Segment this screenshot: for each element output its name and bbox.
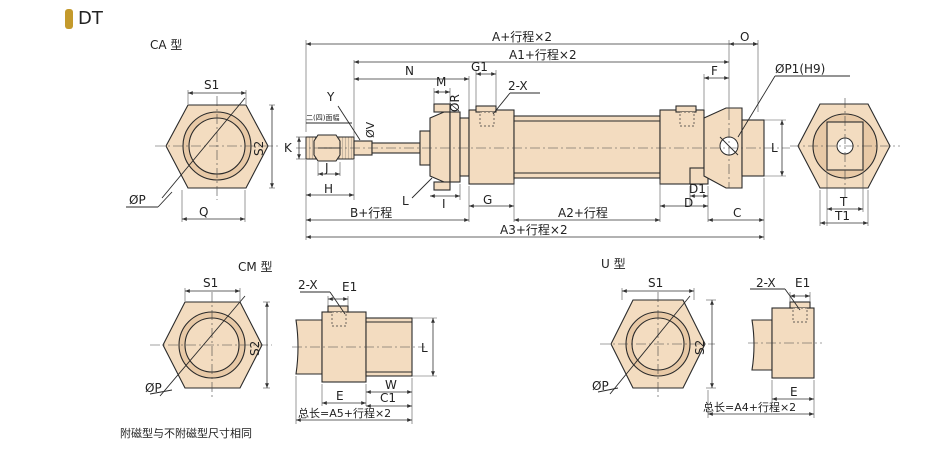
cm-l-label: L: [421, 341, 428, 355]
ca-phi-r-label: ØR: [448, 94, 462, 112]
cm-s1-label: S1: [203, 276, 218, 290]
header-badge: [65, 9, 73, 29]
ca-face-note: 二(四)面幅: [306, 113, 339, 122]
u-s1-label: S1: [648, 276, 663, 290]
u-view-title: U 型: [601, 257, 626, 271]
cm-side-view: [292, 305, 425, 383]
ca-h-label: H: [324, 182, 333, 196]
ca-f-label: F: [711, 64, 718, 78]
cm-view-title: CM 型: [238, 260, 273, 274]
ca-rear-end-view: [790, 98, 900, 198]
ca-m-label: M: [436, 75, 446, 89]
cm-e-label: E: [336, 389, 344, 403]
ca-side-view: [296, 103, 790, 191]
u-e-label: E: [790, 385, 798, 399]
ca-t1-label: T1: [834, 209, 850, 223]
ca-phi-v-label: ØV: [364, 121, 377, 138]
ca-s1-label: S1: [204, 78, 219, 92]
ca-s2-label: S2: [252, 141, 266, 156]
header-title: DT: [78, 8, 103, 29]
u-total-a4-label: 总长=A4+行程×2: [703, 400, 796, 414]
ca-a3-stroke-label: A3+行程×2: [500, 222, 568, 237]
ca-view-title: CA 型: [150, 38, 182, 52]
cm-hex-end-view: [150, 292, 272, 398]
ca-g1-label: G1: [471, 60, 488, 74]
ca-a2-stroke-label: A2+行程: [558, 205, 608, 220]
u-hex-end-view: [600, 292, 715, 398]
cm-phi-p-label: ØP: [145, 381, 162, 395]
u-phi-p-label: ØP: [592, 379, 609, 393]
ca-l-right-label: L: [771, 141, 778, 155]
ca-g-label: G: [483, 193, 492, 207]
ca-o-label: O: [740, 30, 749, 44]
u-e1-label: E1: [795, 276, 810, 290]
ca-b-stroke-label: B+行程: [350, 205, 392, 220]
u-2x-label: 2-X: [756, 276, 776, 290]
ca-d1-label: D1: [689, 182, 706, 196]
ca-n-label: N: [405, 64, 414, 78]
ca-y-label: Y: [326, 90, 335, 104]
ca-l-label: L: [402, 194, 409, 208]
cm-total-a5-label: 总长=A5+行程×2: [298, 406, 391, 420]
ca-hex-end-view: [155, 96, 280, 200]
ca-a1-stroke-label: A1+行程×2: [509, 47, 577, 62]
ca-phi-p-label: ØP: [129, 193, 146, 207]
cm-c1-label: C1: [380, 391, 396, 405]
cm-e1-label: E1: [342, 280, 357, 294]
footnote: 附磁型与不附磁型尺寸相同: [120, 426, 252, 440]
cm-w-label: W: [385, 378, 397, 392]
ca-2x-label: 2-X: [508, 79, 528, 93]
ca-q-label: Q: [199, 205, 208, 219]
ca-a-stroke-label: A+行程×2: [492, 29, 552, 44]
ca-j-label: J: [324, 161, 329, 175]
ca-d-label: D: [684, 196, 693, 210]
u-s2-label: S2: [693, 340, 707, 355]
cm-s2-label: S2: [248, 341, 262, 356]
ca-c-label: C: [733, 206, 741, 220]
ca-k-label: K: [284, 141, 293, 155]
ca-i-label: I: [442, 197, 446, 211]
ca-phi-p1-label: ØP1(H9): [775, 62, 825, 76]
cm-2x-label: 2-X: [298, 278, 318, 292]
ca-t-label: T: [839, 195, 848, 209]
u-side-view: [748, 301, 822, 379]
